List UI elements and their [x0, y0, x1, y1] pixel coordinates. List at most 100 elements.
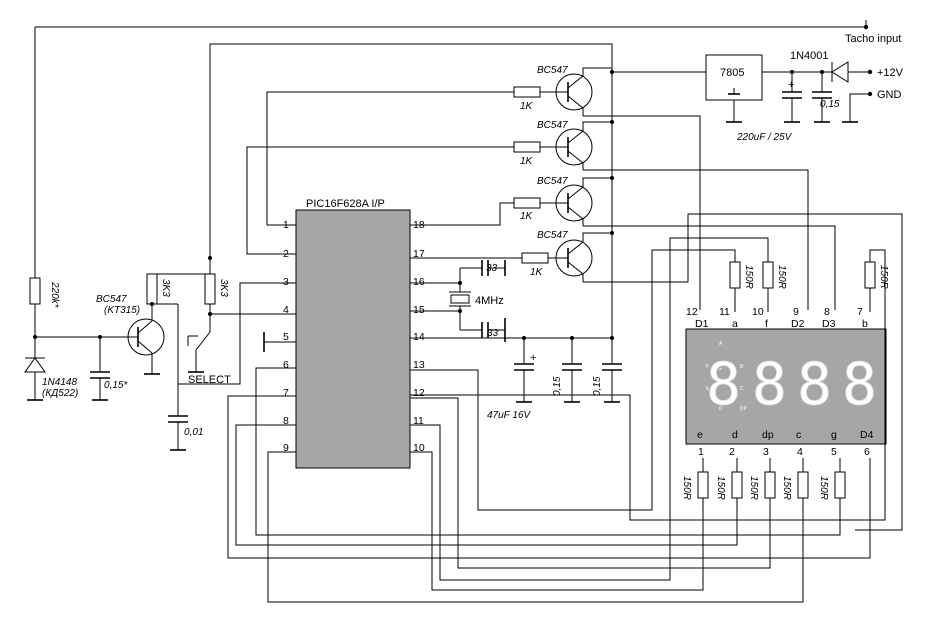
svg-text:A: A — [719, 341, 723, 347]
svg-text:5: 5 — [283, 331, 289, 343]
svg-text:9: 9 — [283, 442, 289, 454]
resistor-base-3 — [513, 197, 541, 209]
input-stage: 220k* 1N4148 (КД522) 0,15* BC547 (KT315) — [24, 27, 614, 451]
svg-text:10: 10 — [413, 442, 425, 454]
svg-text:D4: D4 — [860, 429, 874, 441]
display-label-d1: D1 — [695, 318, 709, 330]
svg-text:150R: 150R — [781, 476, 792, 500]
resistor-base-2 — [513, 141, 541, 153]
svg-text:11: 11 — [413, 415, 424, 427]
svg-text:15: 15 — [413, 304, 425, 316]
cap-015-top-label: 0,15 — [820, 99, 840, 110]
svg-text:6: 6 — [864, 446, 870, 458]
svg-text:3K3: 3K3 — [218, 279, 229, 297]
svg-text:150R: 150R — [776, 265, 787, 289]
svg-text:F: F — [706, 364, 709, 370]
diode-1n4001-label: 1N4001 — [790, 50, 829, 62]
svg-text:150R: 150R — [715, 476, 726, 500]
svg-text:g: g — [831, 429, 837, 441]
svg-text:dp: dp — [762, 429, 774, 441]
svg-text:13: 13 — [413, 359, 425, 371]
svg-text:1K: 1K — [520, 211, 534, 222]
regulator-label: 7805 — [720, 67, 744, 79]
resistor-base-1 — [513, 86, 541, 98]
svg-text:BC547: BC547 — [96, 294, 127, 305]
svg-text:1: 1 — [698, 446, 704, 458]
transistor-q1: BC547 1K — [266, 65, 613, 226]
svg-text:e: e — [697, 429, 703, 441]
svg-text:b: b — [862, 318, 868, 330]
svg-text:10: 10 — [752, 306, 764, 318]
svg-text:150R: 150R — [748, 476, 759, 500]
svg-text:D3: D3 — [822, 318, 836, 330]
svg-text:C: C — [740, 386, 744, 392]
mcu-label: PIC16F628A I/P — [306, 198, 385, 210]
svg-text:18: 18 — [413, 219, 425, 231]
resistor-base-4 — [521, 252, 549, 264]
svg-text:2: 2 — [283, 248, 289, 260]
svg-text:4: 4 — [283, 304, 289, 316]
svg-text:16: 16 — [413, 276, 425, 288]
svg-text:3: 3 — [283, 276, 289, 288]
svg-text:33: 33 — [487, 328, 499, 339]
svg-text:0,15*: 0,15* — [104, 380, 128, 391]
decoupling-caps: + 47uF 16V 0,15 0,15 — [487, 338, 622, 421]
digit-1: 8 — [706, 350, 741, 418]
svg-text:4: 4 — [797, 446, 803, 458]
resistor-3k3-1 — [146, 273, 158, 305]
svg-text:G: G — [718, 366, 722, 372]
svg-text:8: 8 — [283, 415, 289, 427]
svg-text:+: + — [788, 79, 794, 91]
mcu-body — [295, 209, 411, 469]
svg-text:12: 12 — [413, 387, 425, 399]
svg-text:0,15: 0,15 — [592, 376, 603, 396]
svg-text:DP: DP — [740, 406, 748, 412]
svg-text:7: 7 — [857, 306, 863, 318]
svg-text:150R: 150R — [818, 476, 829, 500]
svg-text:1: 1 — [283, 219, 289, 231]
svg-text:a: a — [732, 318, 738, 330]
digit-4: 8 — [842, 350, 877, 418]
cap-47uf-label: 47uF 16V — [487, 410, 532, 421]
resistor-220k — [29, 277, 41, 305]
svg-text:d: d — [732, 429, 738, 441]
svg-text:BC547: BC547 — [537, 176, 568, 187]
svg-text:7: 7 — [283, 387, 289, 399]
svg-text:B: B — [740, 364, 744, 370]
svg-text:D2: D2 — [791, 318, 805, 330]
svg-text:E: E — [706, 386, 710, 392]
digit-3: 8 — [797, 350, 832, 418]
crystal-body — [450, 294, 470, 304]
digit-2: 8 — [752, 350, 787, 418]
svg-text:1K: 1K — [530, 267, 544, 278]
svg-text:3: 3 — [763, 446, 769, 458]
svg-text:33: 33 — [486, 263, 498, 274]
tacho-input-label: Tacho input — [845, 33, 901, 45]
svg-text:150R: 150R — [743, 265, 754, 289]
svg-text:150R: 150R — [681, 476, 692, 500]
digit-drivers: BC547 1K BC547 1K — [246, 65, 903, 531]
svg-text:0,01: 0,01 — [184, 427, 203, 438]
transistor-q4: BC547 1K — [410, 230, 614, 282]
svg-text:17: 17 — [413, 248, 425, 260]
svg-text:BC547: BC547 — [537, 120, 568, 131]
resistor-3k3-2 — [204, 273, 216, 305]
svg-text:12: 12 — [686, 306, 698, 318]
svg-text:f: f — [765, 318, 768, 330]
segment-resistors: 150R 150R 150R 150R 150R 150R 150R 150R — [227, 237, 889, 603]
svg-text:11: 11 — [719, 306, 730, 318]
svg-text:3K3: 3K3 — [160, 279, 171, 297]
svg-text:9: 9 — [793, 306, 799, 318]
svg-text:D: D — [719, 406, 723, 412]
svg-text:2: 2 — [729, 446, 735, 458]
svg-text:8: 8 — [824, 306, 830, 318]
svg-text:+: + — [530, 352, 536, 364]
select-switch-label: SELECT — [188, 374, 231, 386]
transistor-q3: BC547 1K — [410, 176, 614, 226]
svg-text:1N4148: 1N4148 — [42, 377, 77, 388]
cap-220uf-label: 220uF / 25V — [736, 132, 793, 143]
svg-text:0,15: 0,15 — [552, 376, 563, 396]
svg-text:BC547: BC547 — [537, 230, 568, 241]
svg-text:c: c — [796, 429, 801, 441]
